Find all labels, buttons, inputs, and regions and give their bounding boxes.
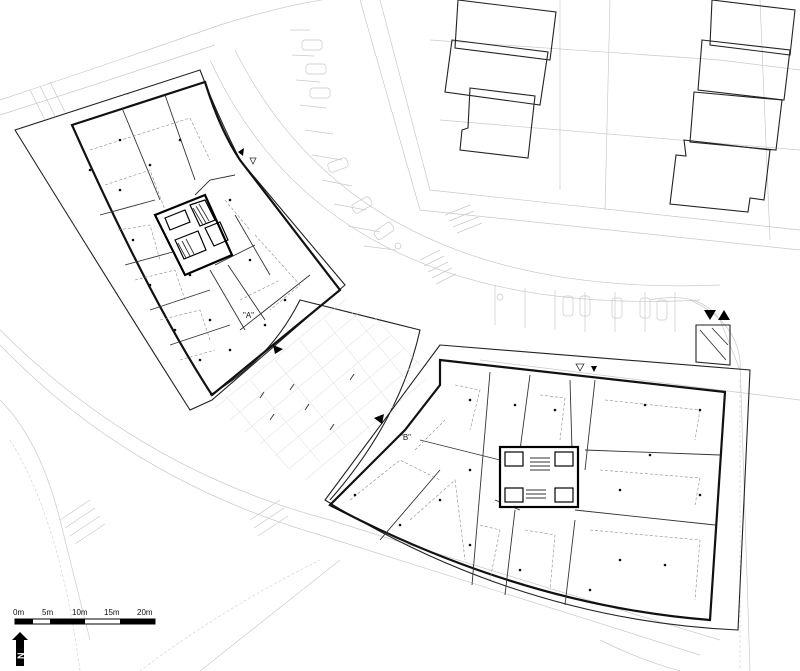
entrance-a-north-marker-icon [238,148,244,156]
building-b-label: "B" [400,433,411,442]
car-icon [611,297,623,319]
car-icon [579,295,591,317]
north-arrow: N [12,632,28,666]
north-label: N [16,653,26,660]
car-icon [656,299,668,321]
car-icon [301,39,323,51]
entrance-b-marker-icon [374,414,384,424]
entrance-a-open-marker-icon [249,157,257,165]
car-icon [351,196,373,214]
car-icon [305,63,327,75]
ramp-down-icon [704,310,716,320]
parking-area [290,29,676,332]
car-icon [562,295,574,317]
car-icon [327,157,349,173]
car-icon [373,221,395,241]
scale-tick-20: 20m [137,608,153,617]
building-b: "B" [324,344,751,631]
accessible-parking-icon [394,242,402,250]
scale-tick-10: 10m [72,608,88,617]
garage-ramp [695,310,731,366]
core-b [498,445,580,509]
scale-tick-0: 0m [13,608,24,617]
building-a: "A" — [14,69,346,411]
dimension-tick: — [125,91,129,96]
car-icon [309,87,331,99]
scale-tick-5: 5m [42,608,53,617]
accessible-parking-icon [496,293,504,301]
car-icon [639,297,651,319]
scale-bar: 0m 5m 10m 15m 20m [13,608,156,625]
building-a-label: "A" [243,311,254,320]
plaza-paving [209,299,426,501]
north-arrow-icon [12,632,28,666]
ramp-up-icon [718,310,730,320]
scale-tick-15: 15m [104,608,120,617]
entrance-a-marker-icon [273,345,283,354]
core-a [153,193,234,277]
entrance-b-open-marker-icon [575,363,585,372]
neighbouring-houses [444,0,796,213]
entrance-b-north-marker-icon [591,366,597,372]
